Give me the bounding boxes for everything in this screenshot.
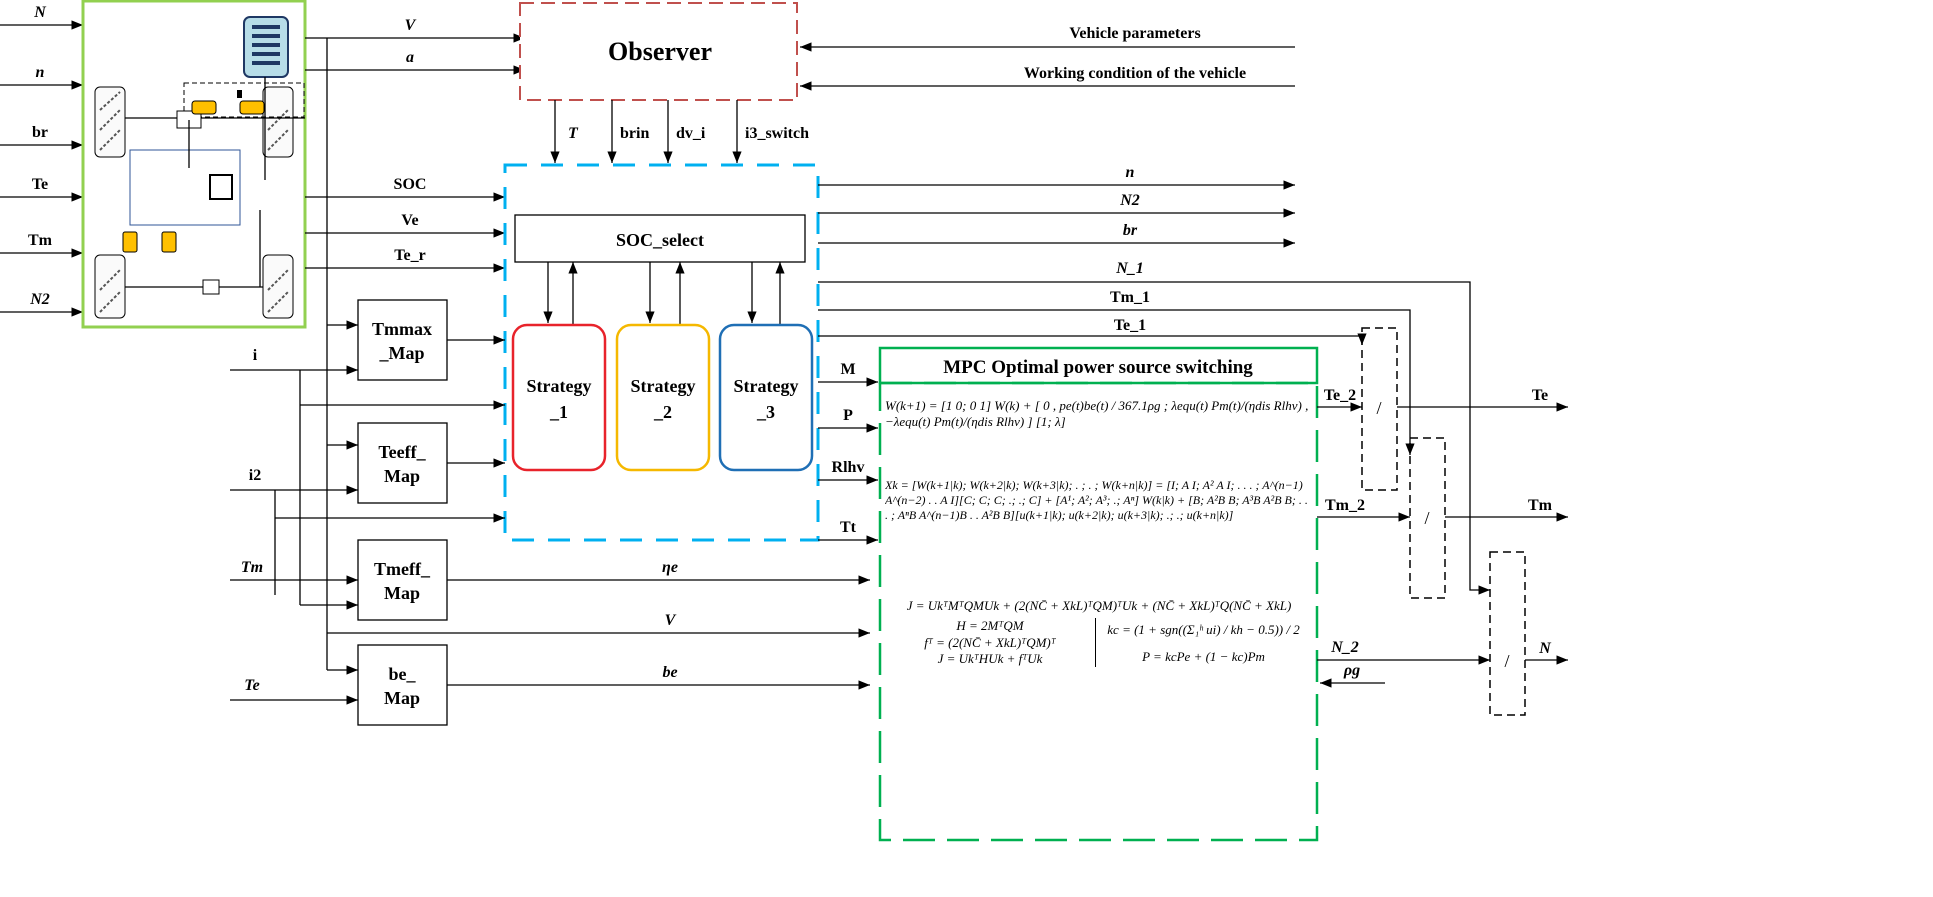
input-label-n: n [36, 64, 45, 81]
motor-icon [239, 100, 265, 115]
wheel-icon [94, 86, 126, 158]
label-eta-e: ηe [662, 559, 678, 576]
map-label: Tmmax [372, 319, 432, 339]
equation-kc: kc = (1 + sgn((Σ₁ʰ ui) / kh − 0.5)) / 2 [1107, 622, 1300, 638]
soc-select-label: SOC_select [616, 230, 704, 250]
label-brin: brin [620, 125, 649, 142]
label-Te_1: Te_1 [1114, 317, 1146, 334]
map-block-3 [357, 539, 448, 621]
map-label: Tmeff_ [374, 559, 431, 579]
label-Ve: Ve [401, 212, 418, 229]
wheel-icon [94, 254, 126, 319]
map-label: Map [384, 583, 420, 603]
soc-select-block [514, 214, 806, 263]
label-V: V [405, 17, 417, 34]
label-P: P [843, 407, 853, 424]
map-label: _Map [379, 343, 425, 363]
strategy-label: Strategy [527, 376, 592, 396]
strategy-container: SOC_select Strategy _1 Strategy _2 Strategy _… [503, 163, 820, 542]
label-Tm-map: Tm [241, 559, 263, 576]
map-block-4 [357, 644, 448, 726]
label-N2-out: N2 [1119, 192, 1140, 209]
label-n-out: n [1126, 164, 1135, 181]
strategy-label: Strategy [734, 376, 799, 396]
label-N_2: N_2 [1330, 639, 1359, 656]
final-output-Te: Te [1532, 387, 1548, 404]
equation-f: fᵀ = (2(NC̄ + XkL)ᵀQM)ᵀ [924, 634, 1056, 650]
vehicle-inputs: N n br Te Tm N2 [0, 4, 83, 317]
label-a: a [406, 49, 414, 66]
strategy-label: Strategy [631, 376, 696, 396]
mpc-title: MPC Optimal power source switching [943, 357, 1253, 378]
vehicle-schematic [81, 0, 307, 329]
label-SOC: SOC [394, 176, 427, 193]
label-Tt: Tt [840, 519, 857, 536]
map-label: Teeff_ [378, 442, 426, 462]
gearbox-icon [209, 174, 233, 200]
label-Tm_1: Tm_1 [1110, 289, 1150, 306]
vehicle-outputs: V a SOC Ve Te_r [305, 17, 870, 675]
strategy-label: _3 [756, 402, 775, 422]
label-working-condition: Working condition of the vehicle [1024, 65, 1246, 82]
label-i: i [253, 347, 258, 364]
label-Tm_2: Tm_2 [1325, 497, 1365, 514]
input-label-N2: N2 [29, 291, 50, 308]
final-output-N: N [1538, 640, 1552, 657]
label-Te_2: Te_2 [1324, 387, 1356, 404]
equation-state-update: W(k+1) = [1 0; 0 1] W(k) + [ 0 , pe(t)be… [885, 398, 1309, 430]
equation-H: H = 2MᵀQM [956, 618, 1024, 634]
label-T: T [568, 125, 579, 142]
equation-P: P = kcPe + (1 − kc)Pm [1142, 648, 1265, 664]
divide-symbol: / [1376, 398, 1381, 418]
motor-icon [191, 100, 217, 115]
label-N_1: N_1 [1115, 260, 1144, 277]
observer-block: Observer Vehicle parameters Working cond… [519, 2, 1295, 163]
wheel-icon [262, 254, 294, 319]
label-V-mpc: V [665, 612, 677, 629]
label-M: M [840, 361, 855, 378]
divide-symbol: / [1424, 508, 1429, 528]
label-Rlhv: Rlhv [832, 459, 865, 476]
mpc-title-box [878, 346, 1319, 385]
label-be: be [662, 664, 677, 681]
input-label-N: N [33, 4, 47, 21]
label-i3_switch: i3_switch [745, 125, 809, 142]
map-label: Map [384, 466, 420, 486]
divide-symbol: / [1504, 651, 1509, 671]
input-label-Te: Te [32, 176, 48, 193]
equation-cost: J = UkᵀMᵀQMUk + (2(NC̄ + XkL)ᵀQM)ᵀUk + (… [906, 598, 1292, 613]
label-dv_i: dv_i [676, 125, 706, 142]
label-rho-g: ρg [1343, 662, 1360, 679]
input-label-br: br [32, 124, 48, 141]
final-output-Tm: Tm [1528, 497, 1553, 514]
label-br-out: br [1123, 222, 1138, 239]
input-label-Tm: Tm [28, 232, 53, 249]
strategy-label: _2 [653, 402, 672, 422]
strategy-3-block [718, 323, 814, 472]
map-label: be_ [389, 664, 417, 684]
wheel-icon [262, 86, 294, 158]
label-Te-map: Te [244, 677, 259, 694]
observer-title: Observer [608, 37, 712, 66]
mpc-block: MPC Optimal power source switching M P R… [662, 346, 1490, 842]
strategy-label: _1 [549, 402, 568, 422]
strategy-1-block [511, 323, 607, 472]
label-i2: i2 [249, 467, 261, 484]
label-Te_r: Te_r [394, 247, 425, 264]
map-block-1 [357, 299, 448, 381]
equation-prediction: Xk = [W(k+1|k); W(k+2|k); W(k+3|k); . ; … [885, 478, 1308, 522]
label-vehicle-parameters: Vehicle parameters [1069, 25, 1200, 42]
strategy-2-block [615, 323, 711, 472]
map-block-2 [357, 422, 448, 504]
equation-J: J = UkᵀHUk + fᵀUk [937, 650, 1043, 666]
divide-blocks: / / / Te Tm N [1361, 327, 1568, 716]
map-label: Map [384, 688, 420, 708]
